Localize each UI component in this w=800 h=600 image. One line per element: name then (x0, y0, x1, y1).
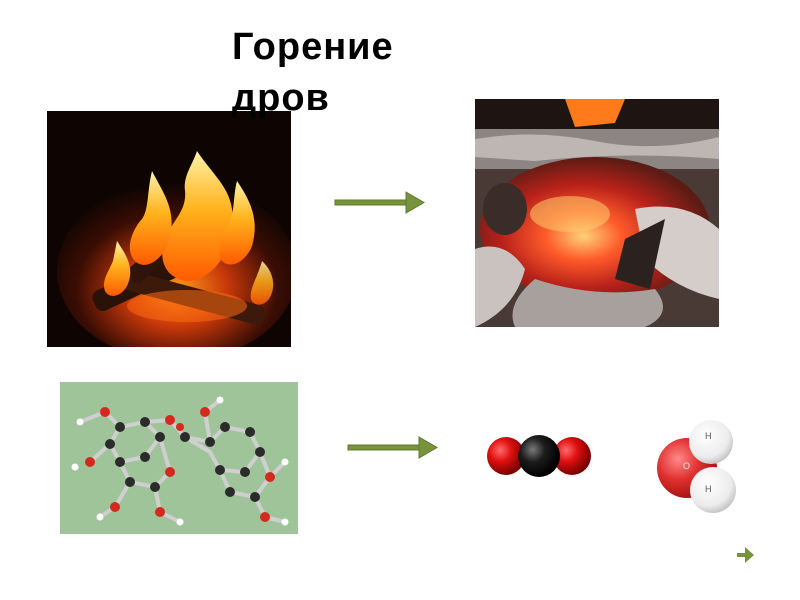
next-arrow-icon[interactable] (736, 546, 756, 564)
water-molecule: H O H (653, 418, 745, 516)
slide-title: Горение дров (232, 26, 394, 119)
reaction-arrow-bottom (347, 436, 438, 459)
cellulose-molecule-model (60, 382, 298, 534)
carbon-dioxide-molecule (487, 435, 591, 477)
embers-photo (475, 99, 719, 327)
water-o-label: O (683, 461, 691, 471)
water-h-top-label: H (705, 431, 712, 441)
campfire-photo (47, 111, 291, 347)
reaction-arrow-top (334, 191, 425, 214)
water-h-bottom-label: H (705, 484, 712, 494)
